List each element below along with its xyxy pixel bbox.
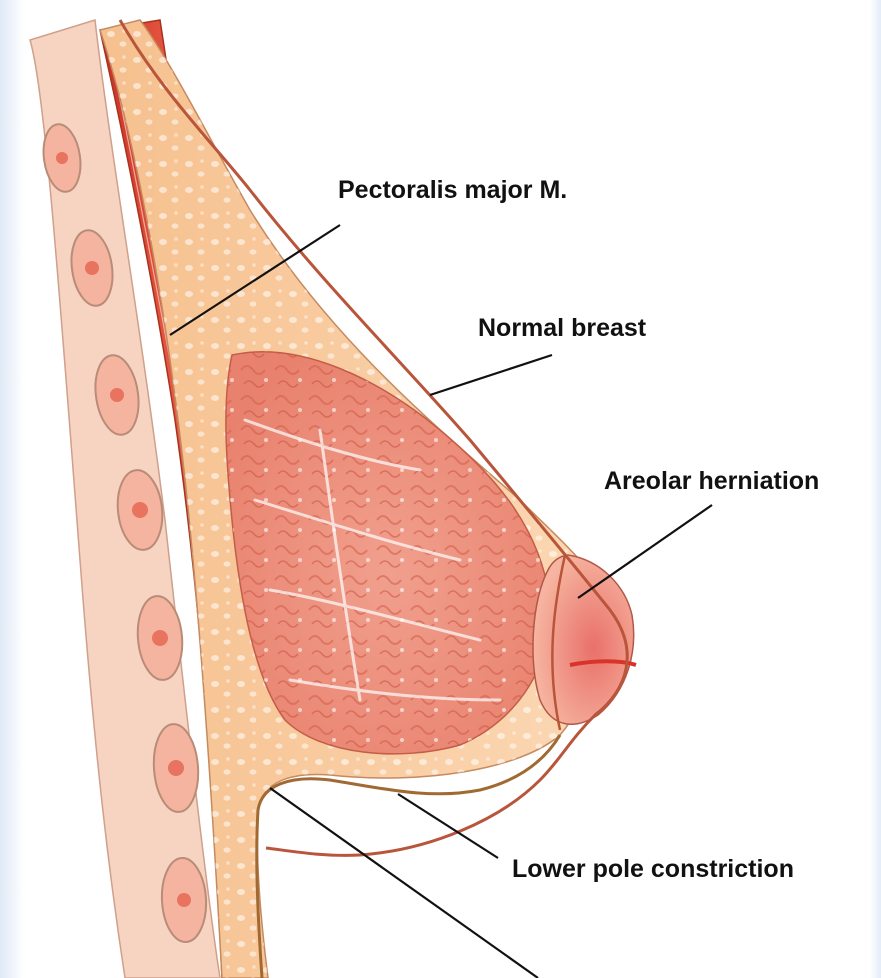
leader-inframammary [270,788,538,978]
leader-normal-breast [430,355,552,395]
label-areolar-herniation: Areolar herniation [604,469,819,494]
areola [533,555,634,724]
leader-lower-pole [398,794,498,858]
label-lower-pole-constriction: Lower pole constriction [512,857,794,882]
label-normal-breast: Normal breast [478,316,646,341]
leader-areolar [578,505,712,598]
label-pectoralis-major: Pectoralis major M. [338,178,567,203]
